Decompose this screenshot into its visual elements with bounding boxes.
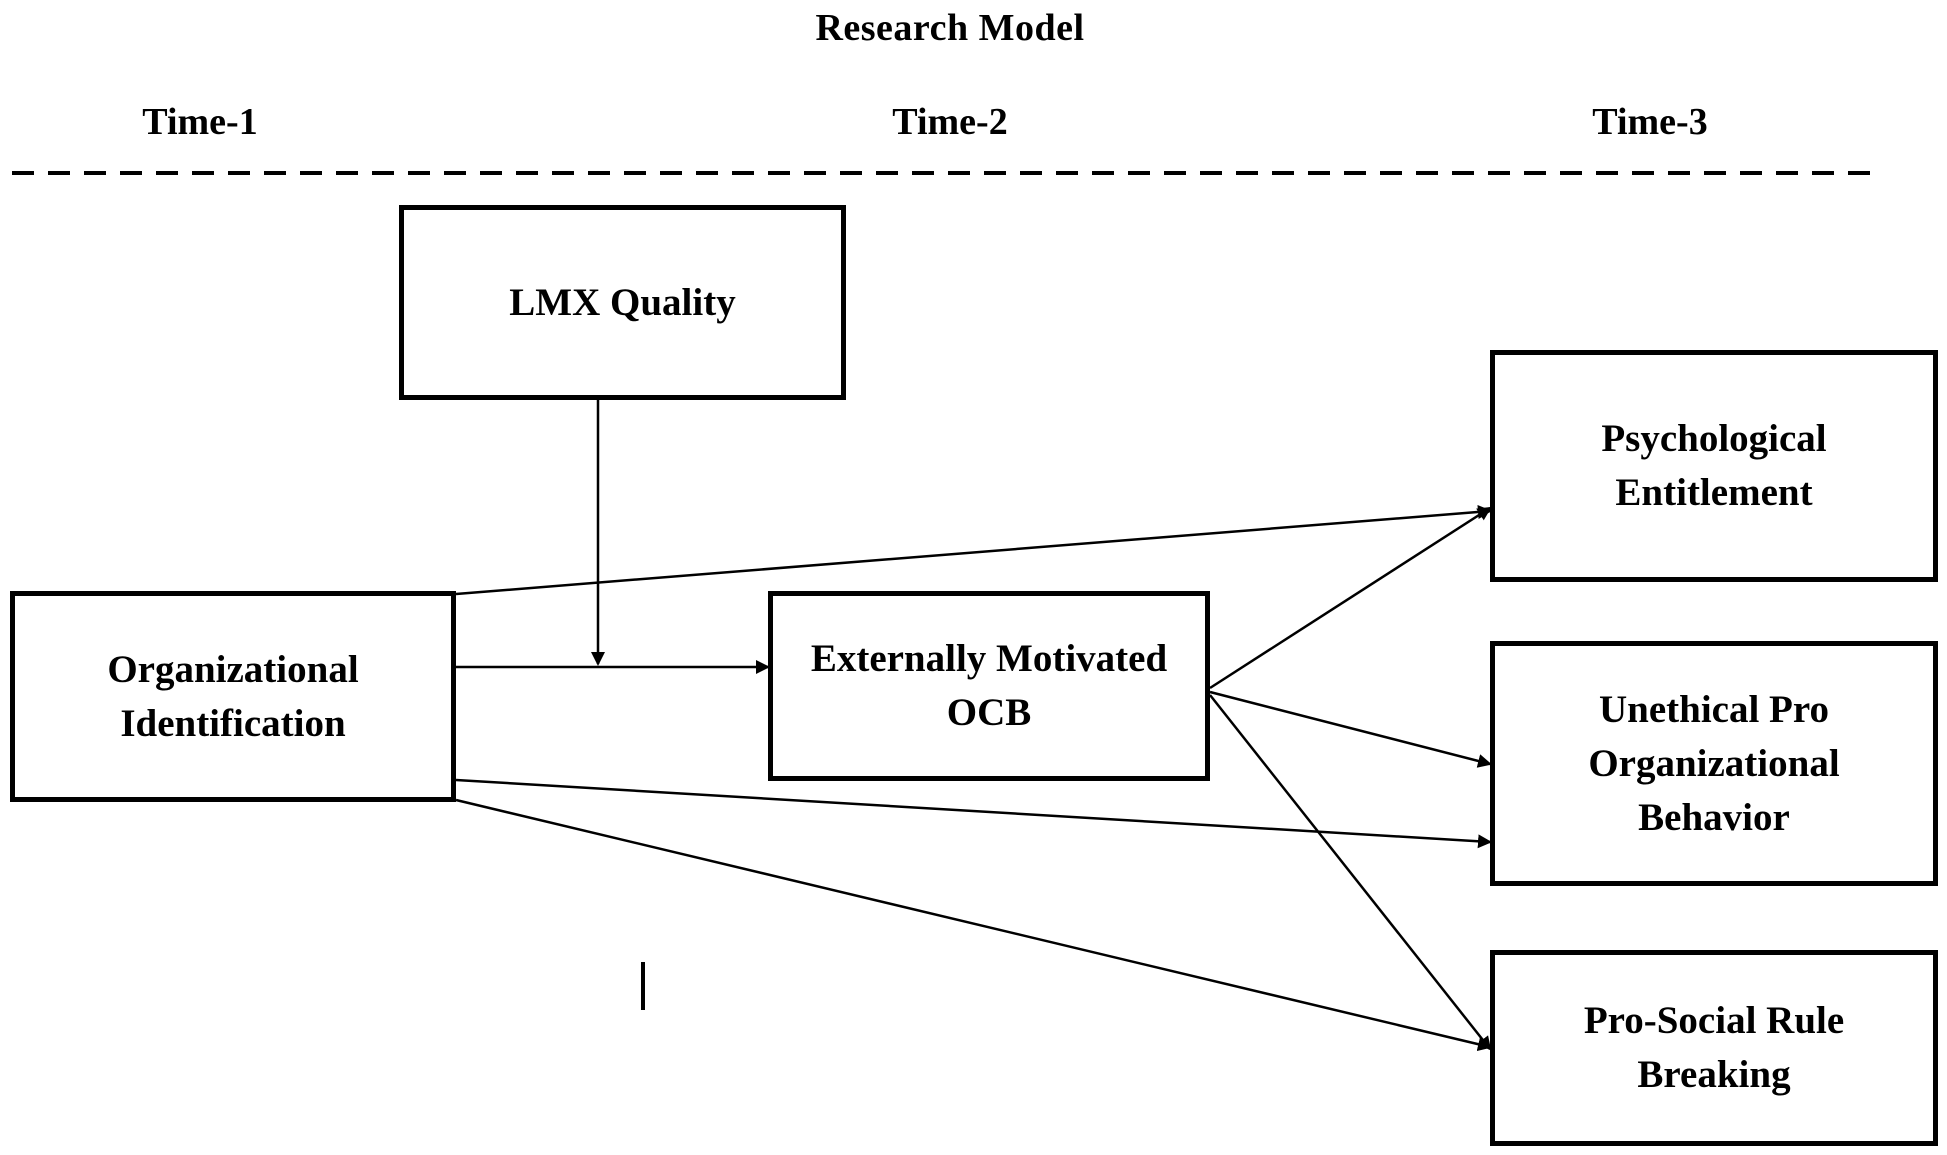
node-organizational-identification: Organizational Identification xyxy=(10,591,456,802)
node-organizational-identification-label: Organizational Identification xyxy=(107,647,359,745)
node-pro-social-rule-breaking: Pro-Social Rule Breaking xyxy=(1490,950,1938,1146)
time-label-1: Time-1 xyxy=(142,101,258,143)
node-externally-motivated-ocb-label: Externally Motivated OCB xyxy=(810,637,1168,734)
time-label-3: Time-3 xyxy=(1592,101,1708,143)
node-lmx-quality: LMX Quality xyxy=(399,205,846,400)
node-unethical-pro-organizational-behavior: Unethical Pro Organizational Behavior xyxy=(1490,641,1938,886)
time-label-2: Time-2 xyxy=(892,101,1008,143)
edge-emocb-to-upb xyxy=(1209,690,1492,768)
node-psychological-entitlement: Psychological Entitlement xyxy=(1490,350,1938,582)
stray-mark xyxy=(641,962,645,1010)
edge-org-id-to-upb xyxy=(455,778,1492,849)
node-psychological-entitlement-label: Psychological Entitlement xyxy=(1601,417,1827,514)
edge-org-id-to-prb xyxy=(455,798,1492,1052)
node-unethical-pro-organizational-behavior-label: Unethical Pro Organizational Behavior xyxy=(1588,687,1840,839)
edge-org-id-to-entitlement xyxy=(455,504,1492,596)
edge-emocb-to-prb xyxy=(1209,694,1492,1051)
node-pro-social-rule-breaking-label: Pro-Social Rule Breaking xyxy=(1583,999,1845,1096)
edge-emocb-to-entitlement xyxy=(1209,506,1492,690)
node-lmx-quality-label: LMX Quality xyxy=(509,280,736,324)
node-externally-motivated-ocb: Externally Motivated OCB xyxy=(768,591,1210,781)
diagram-title: Research Model xyxy=(815,7,1085,49)
